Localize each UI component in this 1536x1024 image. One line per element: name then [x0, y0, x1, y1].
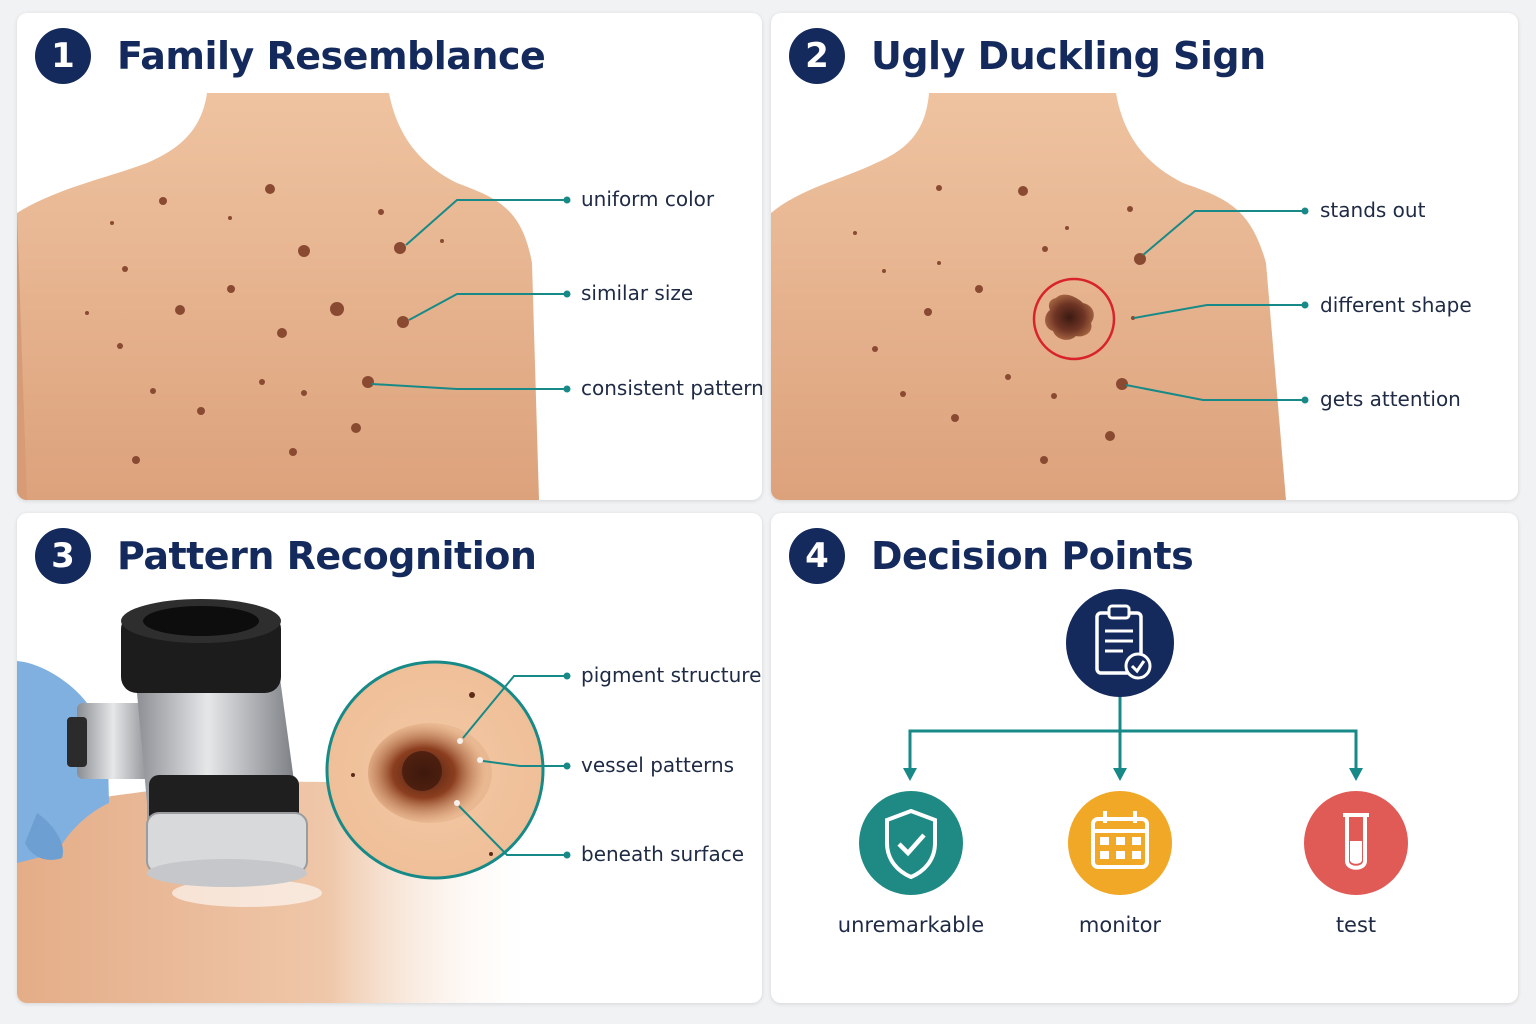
step-number-badge: 3	[35, 528, 91, 584]
step-number-badge: 2	[789, 28, 845, 84]
panel-title: Pattern Recognition	[117, 534, 537, 578]
outcome-label-test: test	[1335, 913, 1377, 937]
calendar-icon	[1068, 791, 1172, 895]
back-illustration	[17, 93, 571, 500]
test-tube-icon	[1304, 791, 1408, 895]
callout-leader-lines	[458, 675, 567, 856]
panel-pattern-recognition: 3 Pattern Recognition pigment structure …	[17, 513, 762, 1003]
step-number-badge: 1	[35, 28, 91, 84]
callout-label: different shape	[1320, 293, 1472, 317]
clipboard-check-icon	[1066, 589, 1174, 697]
callout-leader-lines	[1125, 210, 1305, 401]
panel-title: Decision Points	[871, 534, 1194, 578]
panel-decision-points: 4 Decision Points unremarkable monitor t…	[771, 513, 1518, 1003]
callout-label: stands out	[1320, 198, 1426, 222]
panel-header: 1 Family Resemblance	[35, 28, 546, 84]
decision-connectors	[908, 693, 1358, 773]
panel-header: 2 Ugly Duckling Sign	[789, 28, 1266, 84]
panel-title: Ugly Duckling Sign	[871, 34, 1266, 78]
panel-header: 4 Decision Points	[789, 528, 1194, 584]
shield-check-icon	[859, 791, 963, 895]
odd-lesion	[1045, 294, 1094, 340]
outcome-label-unremarkable: unremarkable	[837, 913, 985, 937]
callout-label: similar size	[581, 281, 694, 305]
callout-leader-lines	[371, 199, 567, 390]
panel-family-resemblance: 1 Family Resemblance uniform color simil…	[17, 13, 762, 500]
mole-spots	[85, 184, 444, 464]
callout-label: gets attention	[1320, 387, 1461, 411]
step-number-badge: 4	[789, 528, 845, 584]
callout-label: pigment structure	[581, 663, 762, 687]
magnified-view	[325, 660, 545, 880]
callout-label: beneath surface	[581, 842, 745, 866]
back-illustration	[771, 93, 1309, 500]
callout-label: vessel patterns	[581, 753, 735, 777]
highlight-ring	[1032, 277, 1116, 361]
panel-ugly-duckling: 2 Ugly Duckling Sign stands out differen…	[771, 13, 1518, 500]
outcome-label-monitor: monitor	[1078, 913, 1162, 937]
callout-label: uniform color	[581, 187, 715, 211]
panel-header: 3 Pattern Recognition	[35, 528, 537, 584]
panel-title: Family Resemblance	[117, 34, 546, 78]
callout-label: consistent pattern	[581, 376, 762, 400]
mole-spots	[853, 185, 1146, 464]
